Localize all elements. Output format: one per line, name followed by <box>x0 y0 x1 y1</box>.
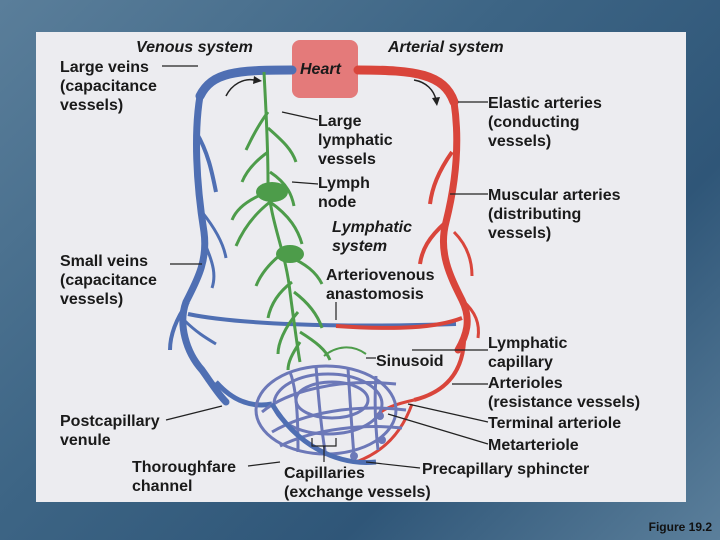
postcapillary-venule <box>214 380 273 408</box>
vein-branch-5 <box>182 318 217 346</box>
lymph-node-2 <box>276 245 304 263</box>
small-veins-label: Small veins (capacitance vessels) <box>60 253 157 308</box>
artery-branch-3 <box>452 230 474 277</box>
arterioles-label: Arterioles (resistance vessels) <box>488 375 641 411</box>
capillaries-label: Capillaries (exchange vessels) <box>284 465 431 501</box>
muscular-arteries-label: Muscular arteries (distributing vessels) <box>488 187 621 242</box>
sinusoid-label: Sinusoid <box>376 353 444 370</box>
vein-branch-2 <box>200 211 228 259</box>
circulation-diagram <box>162 65 489 469</box>
aorta <box>353 65 459 107</box>
heart-label: Heart <box>300 61 341 78</box>
arteriole <box>413 341 466 402</box>
lymphatic-capillary-label: Lymphatic capillary <box>488 335 568 371</box>
sphincter-dot-2 <box>350 452 358 460</box>
artery-branch-2 <box>418 220 448 265</box>
vein-branch-1 <box>194 130 218 193</box>
vena-cava <box>195 65 297 101</box>
large-veins-label: Large veins (capacitance vessels) <box>60 59 157 114</box>
figure-label: Figure 19.2 <box>648 520 712 534</box>
sphincter-dot-1 <box>376 412 384 420</box>
arterial-flow-arrow <box>413 79 437 101</box>
vein-branch-4 <box>202 241 216 289</box>
vein-branch-3 <box>168 300 190 351</box>
thoroughfare-channel-label: Thoroughfare channel <box>132 459 236 495</box>
av-anastomosis-artery <box>335 316 463 330</box>
elastic-artery-trunk <box>439 98 471 354</box>
large-lymphatic-label: Large lymphatic vessels <box>318 113 393 168</box>
arterial-system-title: Arterial system <box>388 39 504 56</box>
elastic-arteries-label: Elastic arteries (conducting vessels) <box>488 95 602 150</box>
heart-box <box>292 40 358 98</box>
diagram-panel: Venous system Arterial system Heart Larg… <box>36 32 686 502</box>
lymph-node-label: Lymph node <box>318 175 370 211</box>
lymphatic-vessels <box>230 71 332 371</box>
lymph-node-1 <box>256 182 288 202</box>
terminal-arteriole-label: Terminal arteriole <box>488 415 622 432</box>
postcapillary-venule-label: Postcapillary venule <box>60 413 160 449</box>
thoroughfare-channel <box>269 402 377 465</box>
venous-system-title: Venous system <box>136 39 253 56</box>
venous-flow-arrow <box>225 78 255 97</box>
large-vein-trunk <box>179 92 230 406</box>
av-anastomosis-label: Arteriovenous anastomosis <box>326 267 435 303</box>
lymphatic-system-title: Lymphatic system <box>332 219 413 255</box>
lymphatic-capillary <box>323 346 367 357</box>
venous-flow-arrowhead <box>253 76 262 84</box>
metarteriole-label: Metarteriole <box>488 437 579 454</box>
artery-branch-4 <box>461 298 480 339</box>
precapillary-arteriole <box>355 403 414 464</box>
artery-branch-1 <box>428 150 454 205</box>
precapillary-sphincter-label: Precapillary sphincter <box>422 461 590 478</box>
sphincter-dot-3 <box>378 436 386 444</box>
leader-lines <box>162 65 489 469</box>
arterial-flow-arrowhead <box>432 97 440 106</box>
